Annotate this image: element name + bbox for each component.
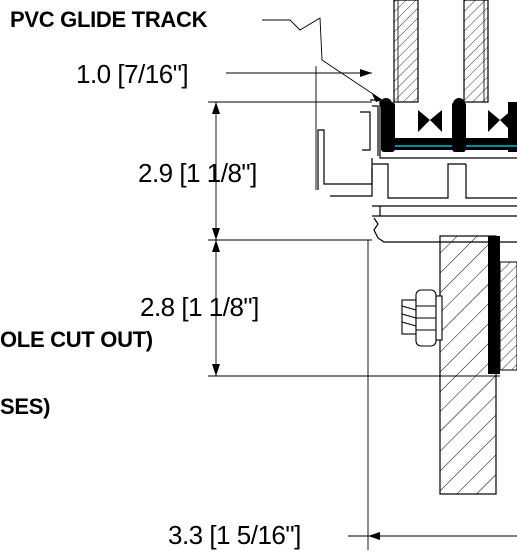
gasket-seals	[380, 98, 517, 152]
track-profile	[317, 99, 517, 243]
pvc-glide-track-label: PVC GLIDE TRACK	[10, 7, 208, 32]
post-section	[439, 235, 517, 495]
note-ses: SES)	[0, 394, 51, 419]
glass-pane-right	[463, 0, 489, 103]
glass-pane-left	[393, 0, 419, 103]
note-cut-out: OLE CUT OUT)	[0, 327, 153, 352]
dim-glide-offset: 1.0 [7/16"]	[76, 59, 189, 89]
anchor-bolt	[401, 289, 443, 347]
dim-overall-depth: 3.3 [1 5/16"]	[168, 520, 301, 550]
dim-upper-height: 2.9 [1 1/8"]	[138, 158, 257, 188]
dim-lower-height: 2.8 [1 1/8"]	[140, 292, 259, 322]
dimension-arrows	[212, 69, 382, 540]
